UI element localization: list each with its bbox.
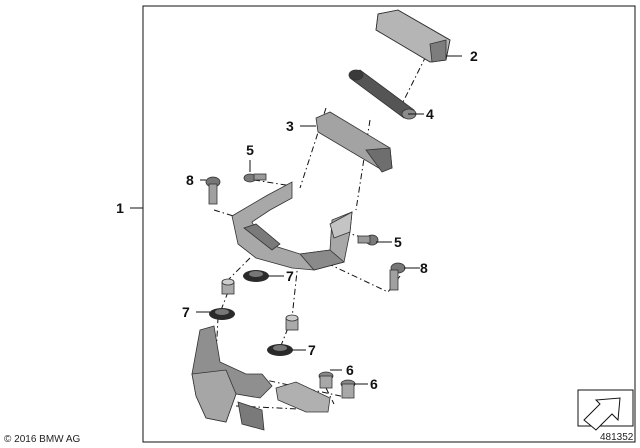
lower-plate-part	[275, 381, 331, 413]
callout-4: 4	[426, 106, 434, 122]
callout-1: 1	[116, 200, 124, 216]
screw-5-lower-part	[357, 234, 379, 246]
clamp-top-part	[375, 9, 451, 63]
callout-8-left: 8	[186, 172, 194, 188]
spacer-right-part	[285, 314, 299, 331]
clamp-bottom-part	[315, 111, 393, 173]
screw-8-left-part	[205, 176, 221, 205]
callout-6-upper: 6	[346, 362, 354, 378]
grommet-7-top-part	[243, 270, 269, 282]
screw-5-upper-part	[243, 173, 267, 183]
screw-6-upper-part	[318, 371, 334, 389]
callout-5-upper: 5	[246, 142, 254, 158]
grommet-7-left-part	[209, 308, 235, 320]
spacer-left-part	[221, 278, 235, 295]
callout-5-lower: 5	[394, 234, 402, 250]
callout-7-top: 7	[286, 268, 294, 284]
screw-8-right-part	[389, 262, 406, 291]
image-number: 481352	[600, 432, 634, 443]
callout-2: 2	[470, 48, 478, 64]
callout-6-lower: 6	[370, 376, 378, 392]
grommet-7-right-part	[267, 344, 293, 356]
main-bracket-part	[231, 181, 353, 271]
callout-8-right: 8	[420, 260, 428, 276]
orientation-arrow-icon	[583, 397, 621, 431]
pictogram-box	[577, 389, 634, 427]
leader-lines	[196, 55, 462, 385]
callout-7-right: 7	[308, 342, 316, 358]
callout-3: 3	[286, 118, 294, 134]
tube-part	[348, 69, 417, 120]
screw-6-lower-part	[340, 379, 356, 399]
diagram-frame	[142, 5, 636, 443]
copyright-text: © 2016 BMW AG	[4, 434, 81, 445]
lower-holder-part	[191, 325, 273, 431]
callout-7-left: 7	[182, 304, 190, 320]
